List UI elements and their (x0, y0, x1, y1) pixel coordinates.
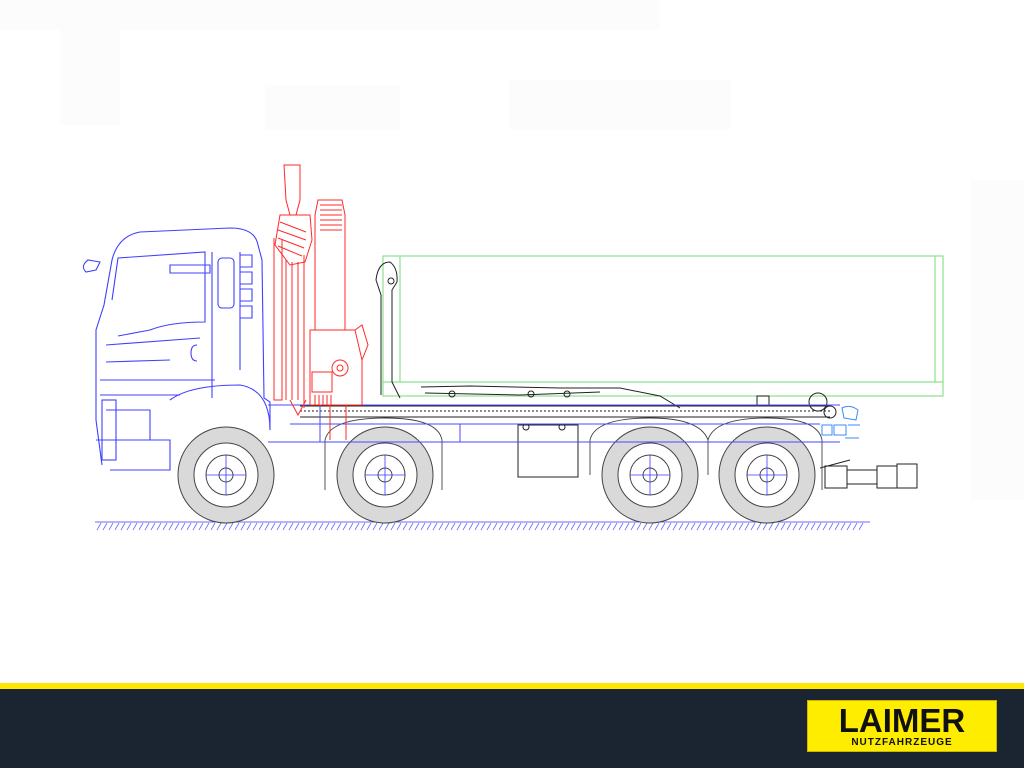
truck-technical-drawing (82, 164, 944, 531)
background-artifact (265, 85, 400, 130)
background-artifact (970, 180, 1024, 500)
wheel-front-1 (177, 426, 275, 524)
background-artifact (60, 30, 120, 125)
wheel-rear-1 (601, 426, 699, 524)
footer-accent-stripe (0, 683, 1024, 689)
wheel-rear-2 (718, 426, 816, 524)
wheel-front-2 (336, 426, 434, 524)
background-artifact (510, 80, 730, 130)
logo-subtitle: NUTZFAHRZEUGE (851, 737, 953, 748)
loading-crane (273, 164, 369, 440)
truck-cab (82, 227, 271, 471)
chassis-frame (268, 404, 840, 443)
ground-line (95, 521, 870, 531)
drawing-canvas (0, 0, 1024, 531)
logo-name: LAIMER (838, 702, 966, 739)
background-artifact (0, 0, 660, 30)
hooklift-container (382, 255, 944, 397)
laimer-logo: LAIMER NUTZFAHRZEUGE (807, 700, 997, 752)
wheels (177, 426, 816, 524)
rear-light-assembly (821, 405, 860, 439)
